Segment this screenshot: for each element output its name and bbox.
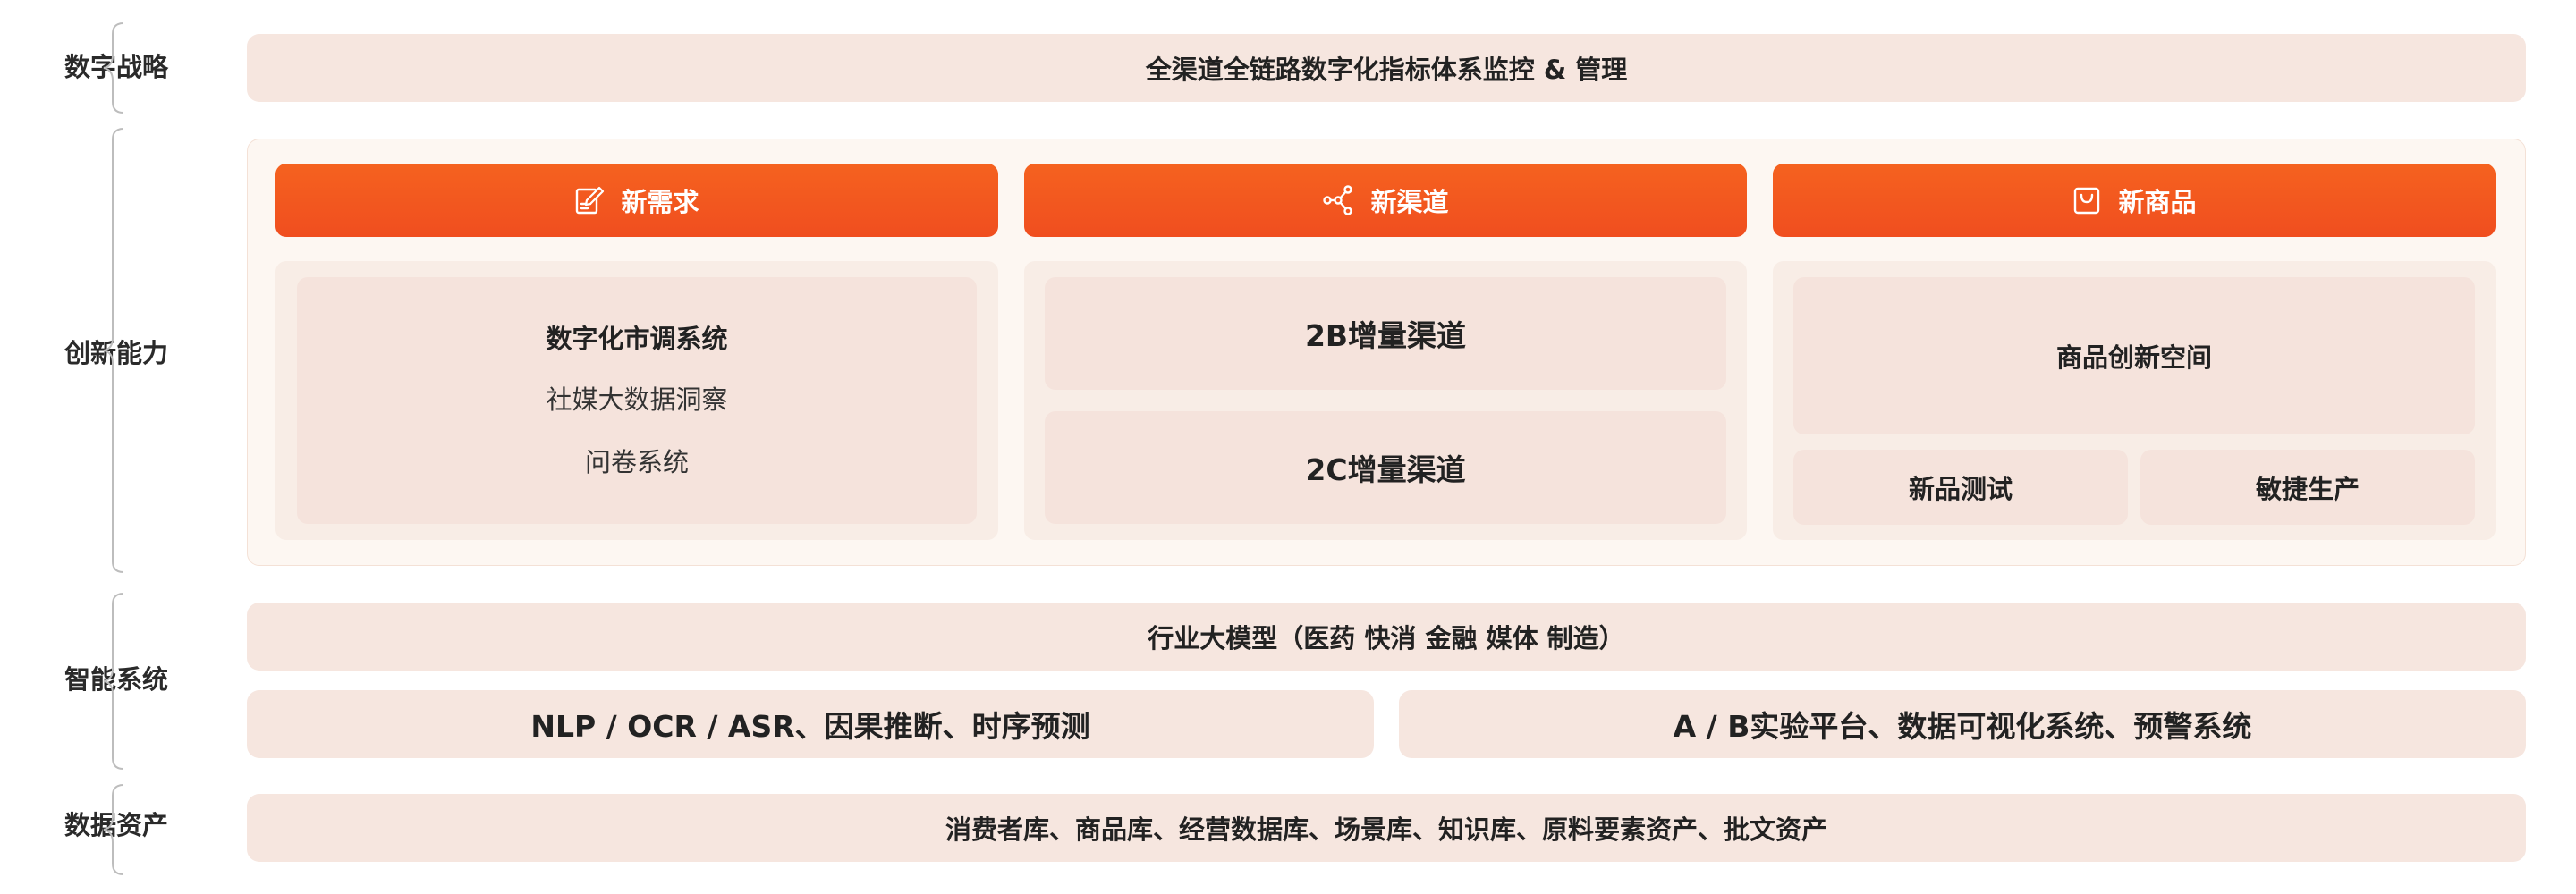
card-item: 社媒大数据洞察: [546, 384, 728, 415]
brace-innovation: [98, 127, 134, 574]
card-market-research: 数字化市调系统 社媒大数据洞察 问卷系统: [297, 277, 977, 524]
strategy-bar: 全渠道全链路数字化指标体系监控 & 管理: [247, 34, 2526, 102]
label-innovation: 创新能力: [64, 338, 169, 368]
label-intelligence: 智能系统: [64, 664, 169, 695]
column-header-new-demand: 新需求: [275, 164, 998, 237]
experiment-platform-bar: A / B实验平台、数据可视化系统、预警系统: [1399, 690, 2526, 758]
column-header-new-product: 新商品: [1773, 164, 2496, 237]
card-2b-channel: 2B增量渠道: [1045, 277, 1726, 390]
card-2c-channel: 2C增量渠道: [1045, 411, 1726, 524]
edit-document-icon: [574, 185, 605, 215]
brace-data-assets: [98, 783, 134, 876]
column-title: 新商品: [2118, 187, 2197, 217]
column-header-new-channel: 新渠道: [1024, 164, 1747, 237]
column-title: 新渠道: [1370, 187, 1449, 217]
column-title: 新需求: [621, 187, 699, 217]
ai-techniques-bar: NLP / OCR / ASR、因果推断、时序预测: [247, 690, 1374, 758]
brace-intelligence: [98, 592, 134, 771]
shopping-bag-icon: [2072, 185, 2102, 215]
card-title: 数字化市调系统: [546, 324, 728, 354]
industry-model-bar: 行业大模型（医药 快消 金融 媒体 制造）: [247, 603, 2526, 670]
label-digital-strategy: 数字战略: [64, 52, 169, 82]
brace-strategy: [98, 21, 134, 114]
share-nodes-icon: [1322, 184, 1354, 216]
label-data-assets: 数据资产: [64, 810, 169, 840]
card-agile-production: 敏捷生产: [2140, 450, 2475, 525]
card-product-innovation-space: 商品创新空间: [1793, 277, 2475, 434]
data-assets-bar: 消费者库、商品库、经营数据库、场景库、知识库、原料要素资产、批文资产: [247, 794, 2526, 862]
card-new-product-test: 新品测试: [1793, 450, 2128, 525]
card-item: 问卷系统: [584, 447, 689, 477]
